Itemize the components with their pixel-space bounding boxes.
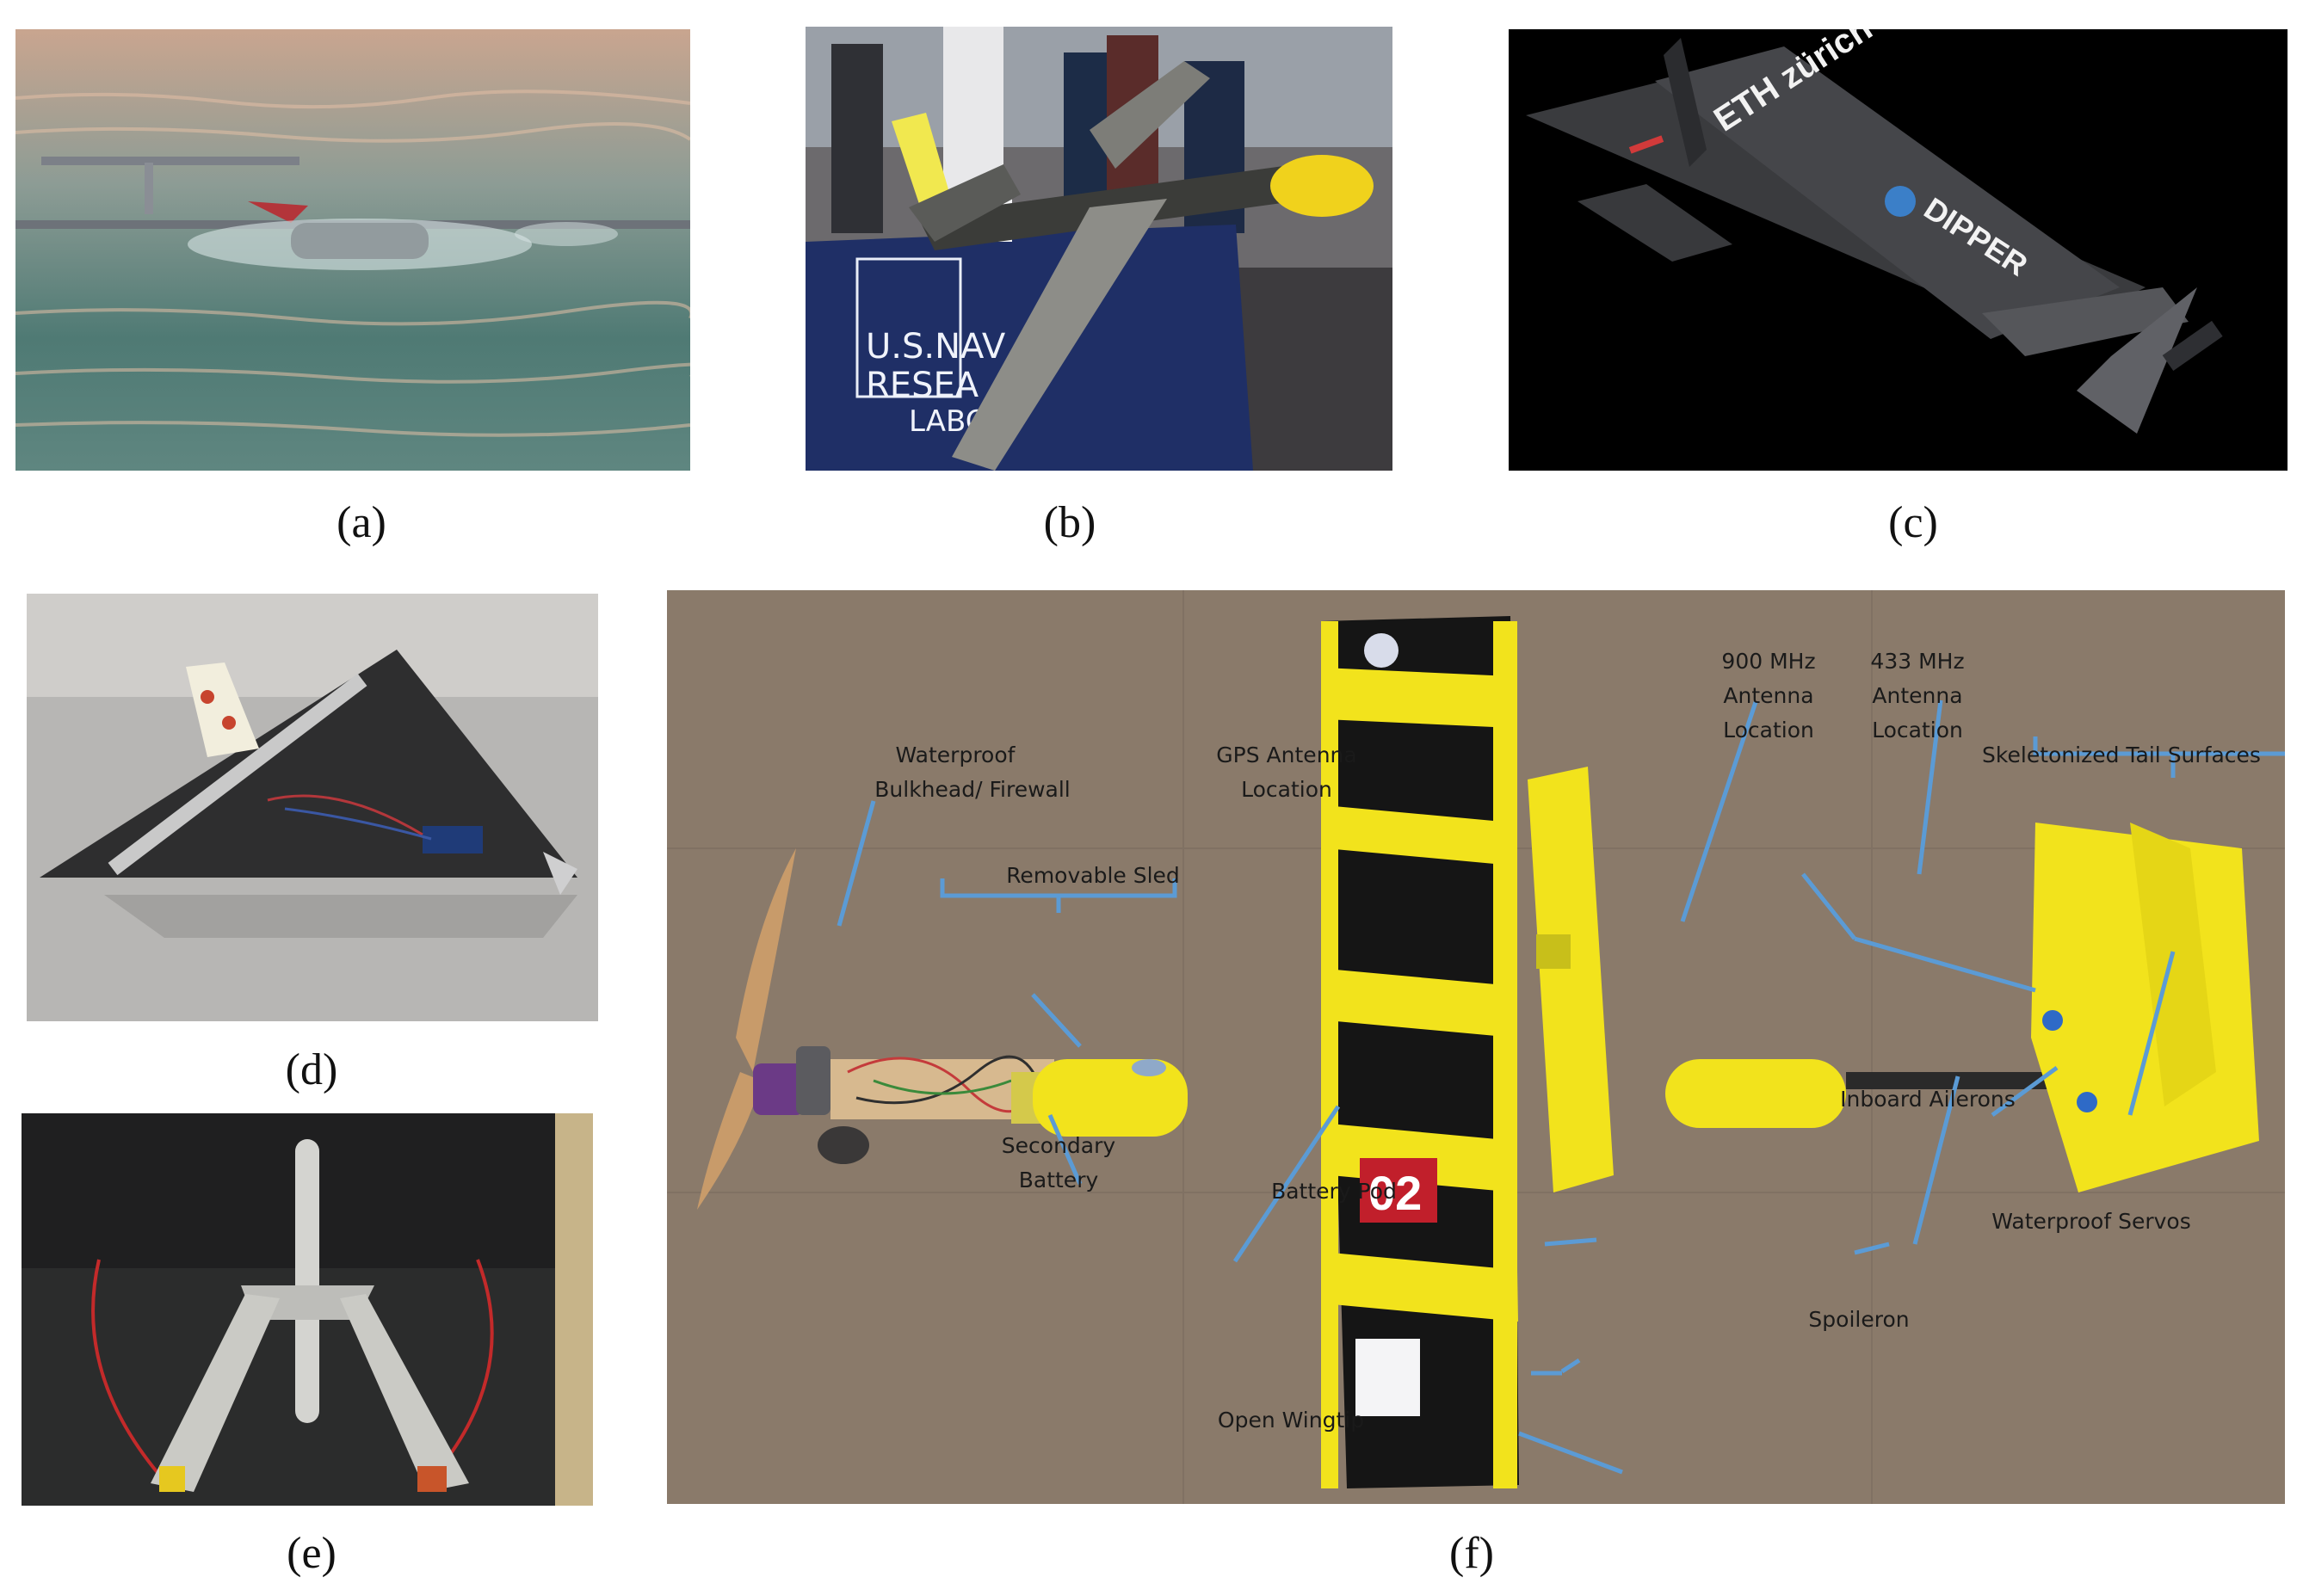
- label-900mhz-line2: Antenna: [1723, 683, 1814, 708]
- label-900mhz-line1: 900 MHz: [1721, 649, 1816, 674]
- label-secondary-battery-line2: Battery: [1018, 1168, 1099, 1192]
- label-433mhz-line3: Location: [1872, 718, 1963, 743]
- label-900mhz-line3: Location: [1723, 718, 1814, 743]
- caption-a: (a): [336, 498, 386, 547]
- photo-a-seaplane-on-water: [15, 29, 690, 471]
- render-c-dipper-uav: ETH zürich DIPPER: [1509, 29, 2288, 471]
- label-tail-surfaces: Skeletonized Tail Surfaces: [1982, 743, 2261, 767]
- label-battery-pod: Battery Pod: [1271, 1179, 1397, 1204]
- caption-f: (f): [1449, 1529, 1494, 1578]
- photo-b-nrl-uav-display: U.S.NAV RESEA LABO: [806, 27, 1392, 471]
- label-waterproof-servos: Waterproof Servos: [1991, 1209, 2191, 1234]
- banner-line-2: RESEA: [866, 366, 979, 405]
- label-433mhz-line2: Antenna: [1872, 683, 1963, 708]
- label-433mhz-line1: 433 MHz: [1870, 649, 1965, 674]
- caption-d: (d): [285, 1045, 338, 1094]
- caption-c: (c): [1888, 498, 1938, 547]
- photo-d-flying-wing: [27, 594, 598, 1021]
- label-inboard-ailerons: Inboard Ailerons: [1840, 1087, 2016, 1112]
- label-waterproof-bulkhead-line1: Waterproof: [895, 743, 1016, 767]
- label-removable-sled: Removable Sled: [1006, 863, 1180, 888]
- photo-e-folding-wing: [22, 1113, 593, 1506]
- photo-f-annotated-uav: 02: [667, 590, 2285, 1504]
- label-spoileron: Spoileron: [1808, 1307, 1910, 1332]
- banner-line-1: U.S.NAV: [866, 327, 1006, 367]
- nose-number: 02: [1368, 1166, 1422, 1220]
- label-waterproof-bulkhead-line2: Bulkhead/ Firewall: [874, 777, 1071, 802]
- caption-b: (b): [1043, 498, 1096, 547]
- label-gps-line1: GPS Antenna: [1216, 743, 1357, 767]
- caption-e: (e): [287, 1529, 336, 1578]
- label-gps-line2: Location: [1241, 777, 1332, 802]
- label-open-wingtip: Open Wingtip: [1217, 1408, 1365, 1433]
- label-secondary-battery-line1: Secondary: [1001, 1133, 1116, 1158]
